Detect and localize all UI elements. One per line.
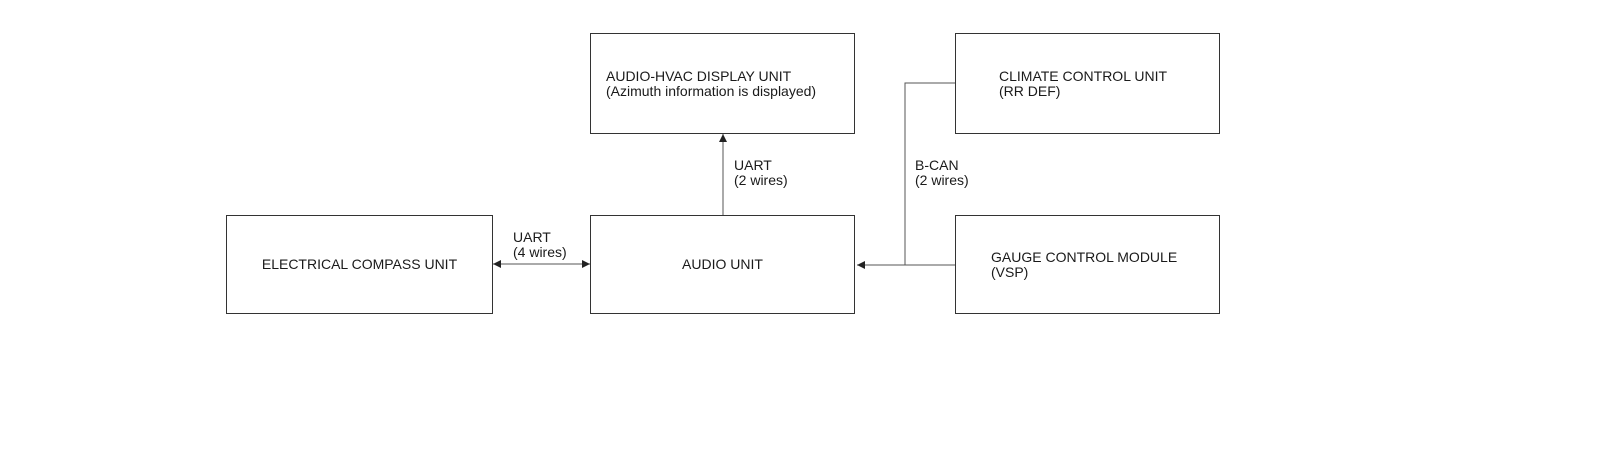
gauge-control-module-box: GAUGE CONTROL MODULE (VSP)	[955, 215, 1220, 314]
audio-hvac-display-unit-box: AUDIO-HVAC DISPLAY UNIT (Azimuth informa…	[590, 33, 855, 134]
bcan-climate-line	[904, 82, 955, 265]
uart-compass-label: UART (4 wires)	[513, 230, 567, 260]
climate-control-unit-note: (RR DEF)	[999, 83, 1061, 99]
audio-hvac-display-unit-label: AUDIO-HVAC DISPLAY UNIT	[606, 68, 792, 84]
audio-unit-label: AUDIO UNIT	[682, 256, 763, 272]
gauge-control-module-label: GAUGE CONTROL MODULE	[991, 249, 1178, 265]
climate-control-unit-box: CLIMATE CONTROL UNIT (RR DEF)	[955, 33, 1220, 134]
electrical-compass-unit-label: ELECTRICAL COMPASS UNIT	[261, 256, 458, 272]
electrical-compass-unit-box: ELECTRICAL COMPASS UNIT	[226, 215, 493, 314]
bcan-wires: (2 wires)	[915, 172, 969, 188]
uart-display-label: UART (2 wires)	[734, 158, 788, 188]
uart-compass-wires: (4 wires)	[513, 244, 567, 260]
bcan-label: B-CAN (2 wires)	[915, 158, 969, 188]
uart-display-protocol: UART	[734, 157, 772, 173]
gauge-control-module-note: (VSP)	[991, 264, 1029, 280]
bcan-protocol: B-CAN	[915, 157, 959, 173]
uart-compass-protocol: UART	[513, 229, 551, 245]
climate-control-unit-label: CLIMATE CONTROL UNIT	[999, 68, 1168, 84]
audio-hvac-display-unit-note: (Azimuth information is displayed)	[606, 83, 817, 99]
uart-display-wires: (2 wires)	[734, 172, 788, 188]
audio-unit-box: AUDIO UNIT	[590, 215, 855, 314]
